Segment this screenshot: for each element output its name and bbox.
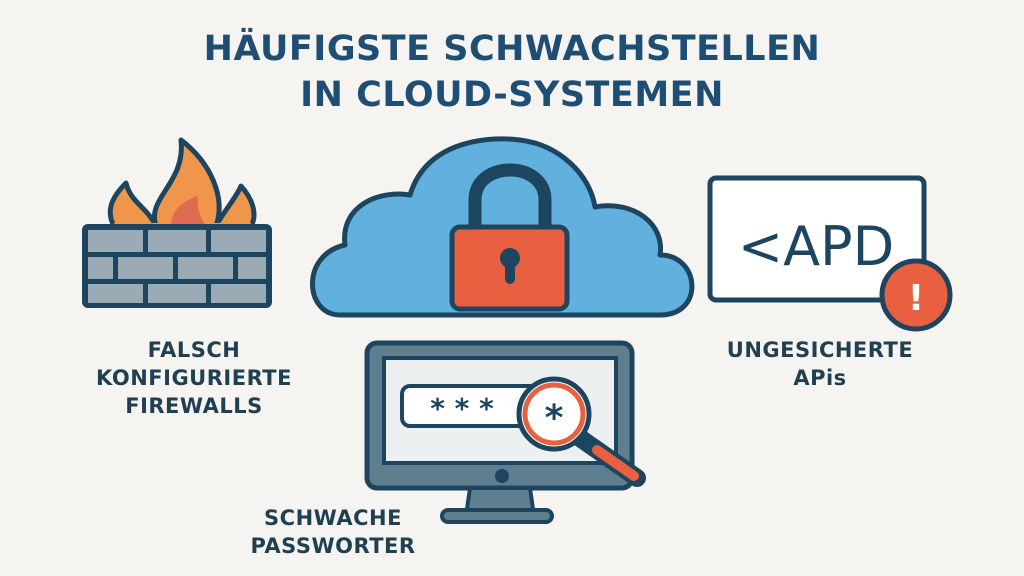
api-code-text: <APD xyxy=(738,215,894,278)
firewall-label-line-3: FIREWALLS xyxy=(125,394,263,418)
firewall-label-line-1: FALSCH xyxy=(147,338,241,362)
api-label-line-1: UNGESICHERTE xyxy=(726,338,914,362)
title-line-2: IN CLOUD-SYSTEMEN xyxy=(300,75,724,115)
passwords-label-line-2: PASSWORTER xyxy=(250,534,416,558)
api-label-line-2: APis xyxy=(793,366,847,390)
password-mask: * * * xyxy=(430,392,494,425)
firewall-icon xyxy=(82,137,272,308)
firewall-label: FALSCH KONFIGURIERTE FIREWALLS xyxy=(76,336,312,420)
svg-text:*: * xyxy=(545,398,564,439)
monitor-password-icon: * * * * xyxy=(364,340,646,524)
api-warning-icon: <APD ! xyxy=(707,175,953,332)
firewall-label-line-2: KONFIGURIERTE xyxy=(96,366,292,390)
alert-icon: ! xyxy=(908,278,924,319)
cloud-lock-icon xyxy=(310,136,695,318)
passwords-label-line-1: SCHWACHE xyxy=(264,506,402,530)
title-line-1: HÄUFIGSTE SCHWACHSTELLEN xyxy=(203,29,821,69)
api-label: UNGESICHERTE APis xyxy=(680,336,960,392)
passwords-label: SCHWACHE PASSWORTER xyxy=(218,504,448,560)
page-title: HÄUFIGSTE SCHWACHSTELLEN IN CLOUD-SYSTEM… xyxy=(0,26,1024,118)
